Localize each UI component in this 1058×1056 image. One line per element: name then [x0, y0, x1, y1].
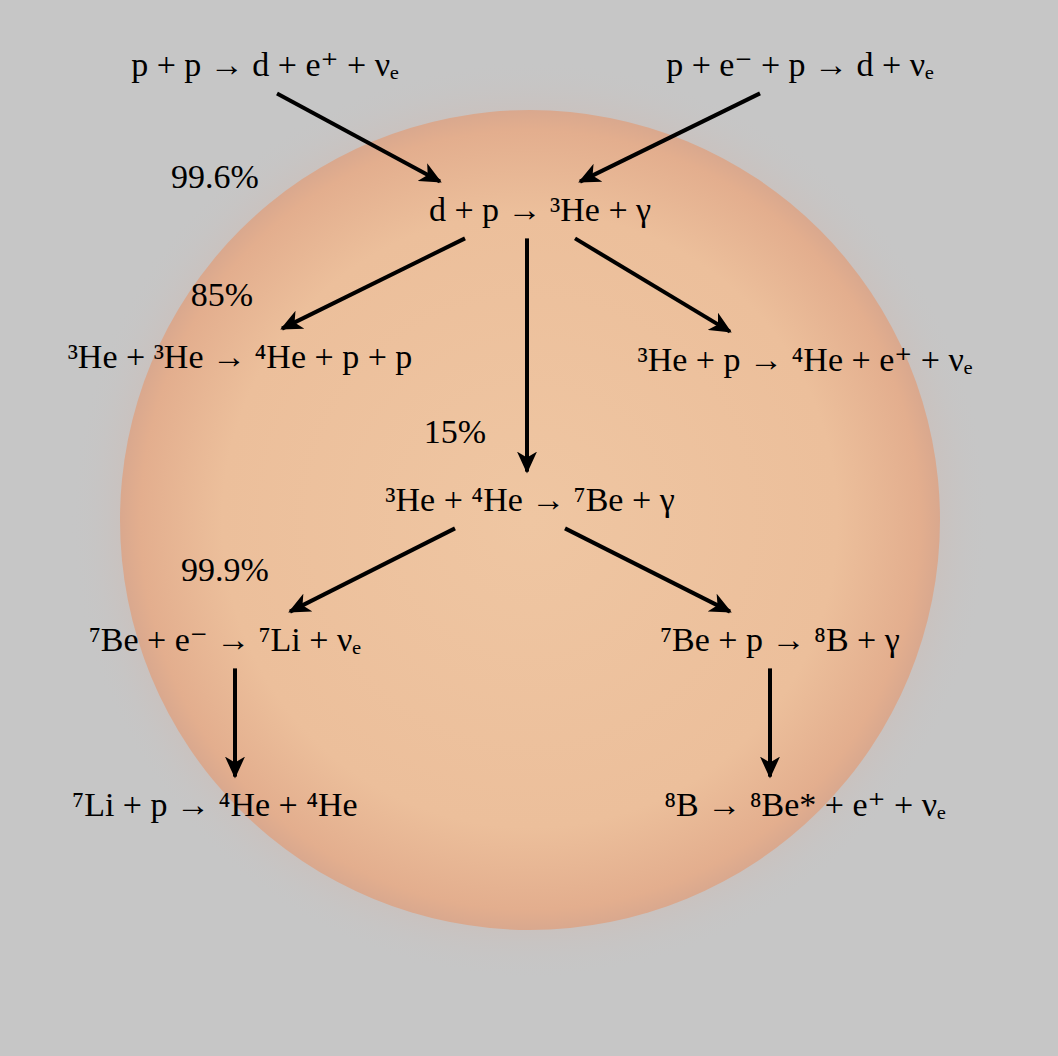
reaction-text: d + p → ³He + γ [429, 191, 651, 228]
reaction-node: p + p → d + e⁺ + νₑ [125, 41, 405, 90]
reaction-arrow [565, 528, 730, 611]
reaction-node: ³He + p → ⁴He + e⁺ + νₑ [632, 336, 979, 385]
branch-percentage: 99.6% [171, 157, 259, 198]
reaction-text: ³He + ⁴He → ⁷Be + γ [385, 481, 674, 518]
reaction-node: ³He + ⁴He → ⁷Be + γ [379, 476, 680, 525]
reaction-text: p + p → d + e⁺ + νₑ [131, 46, 399, 83]
branch-percentage: 99.9% [181, 550, 269, 591]
reaction-arrow [768, 668, 772, 776]
reaction-node: ⁷Li + p → ⁴He + ⁴He [66, 781, 363, 830]
reaction-arrow [233, 668, 237, 776]
reaction-text: ⁷Li + p → ⁴He + ⁴He [72, 786, 357, 823]
reaction-text: ⁷Be + p → ⁸B + γ [660, 621, 900, 658]
reaction-node: ⁷Be + e⁻ → ⁷Li + νₑ [83, 616, 367, 665]
reaction-arrow [575, 238, 730, 331]
reaction-arrow [282, 238, 465, 328]
reaction-node: p + e⁻ + p → d + νₑ [660, 41, 940, 90]
reaction-arrow [525, 238, 529, 471]
reaction-text: ⁷Be + e⁻ → ⁷Li + νₑ [89, 621, 361, 658]
reaction-text: ⁸B → ⁸Be* + e⁺ + νₑ [664, 786, 946, 823]
reaction-arrow [290, 528, 455, 611]
reaction-text: p + e⁻ + p → d + νₑ [666, 46, 934, 83]
reaction-node: ³He + ³He → ⁴He + p + p [62, 333, 419, 382]
reaction-node: ⁷Be + p → ⁸B + γ [654, 616, 906, 665]
reaction-arrow [277, 93, 440, 181]
reaction-text: ³He + p → ⁴He + e⁺ + νₑ [638, 341, 973, 378]
reaction-text: ³He + ³He → ⁴He + p + p [68, 338, 413, 375]
branch-percentage: 85% [191, 275, 253, 316]
reaction-node: d + p → ³He + γ [423, 186, 657, 235]
branch-percentage: 15% [424, 412, 486, 453]
reaction-arrow [580, 93, 760, 181]
reaction-node: ⁸B → ⁸Be* + e⁺ + νₑ [658, 781, 952, 830]
